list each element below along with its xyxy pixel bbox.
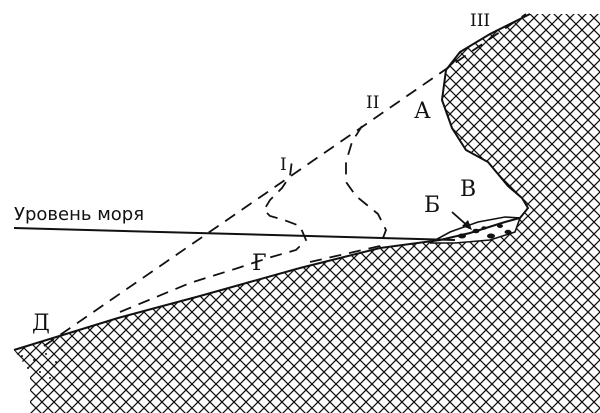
stage-i-label: I — [280, 155, 287, 175]
former-slope-iii — [43, 13, 527, 347]
bedrock-mass — [14, 14, 600, 413]
feature-a-label: А — [414, 99, 431, 124]
pebble — [504, 229, 512, 235]
sand-deposit — [21, 349, 63, 385]
feature-d-label: Д — [32, 311, 50, 336]
current-coast-profile — [13, 13, 531, 351]
sea-level-line — [13, 227, 456, 241]
feature-g-label: Г — [252, 251, 267, 276]
feature-b-label: Б — [424, 193, 440, 218]
sea-level-label: Уровень моря — [14, 204, 144, 225]
pebble — [487, 233, 495, 239]
former-cliff-i — [119, 159, 308, 313]
former-cliff-ii — [309, 125, 387, 263]
stage-iii-label: III — [470, 11, 490, 31]
stage-ii-label: II — [366, 93, 379, 113]
arrow-head — [462, 220, 472, 230]
feature-v-label: В — [460, 177, 476, 202]
